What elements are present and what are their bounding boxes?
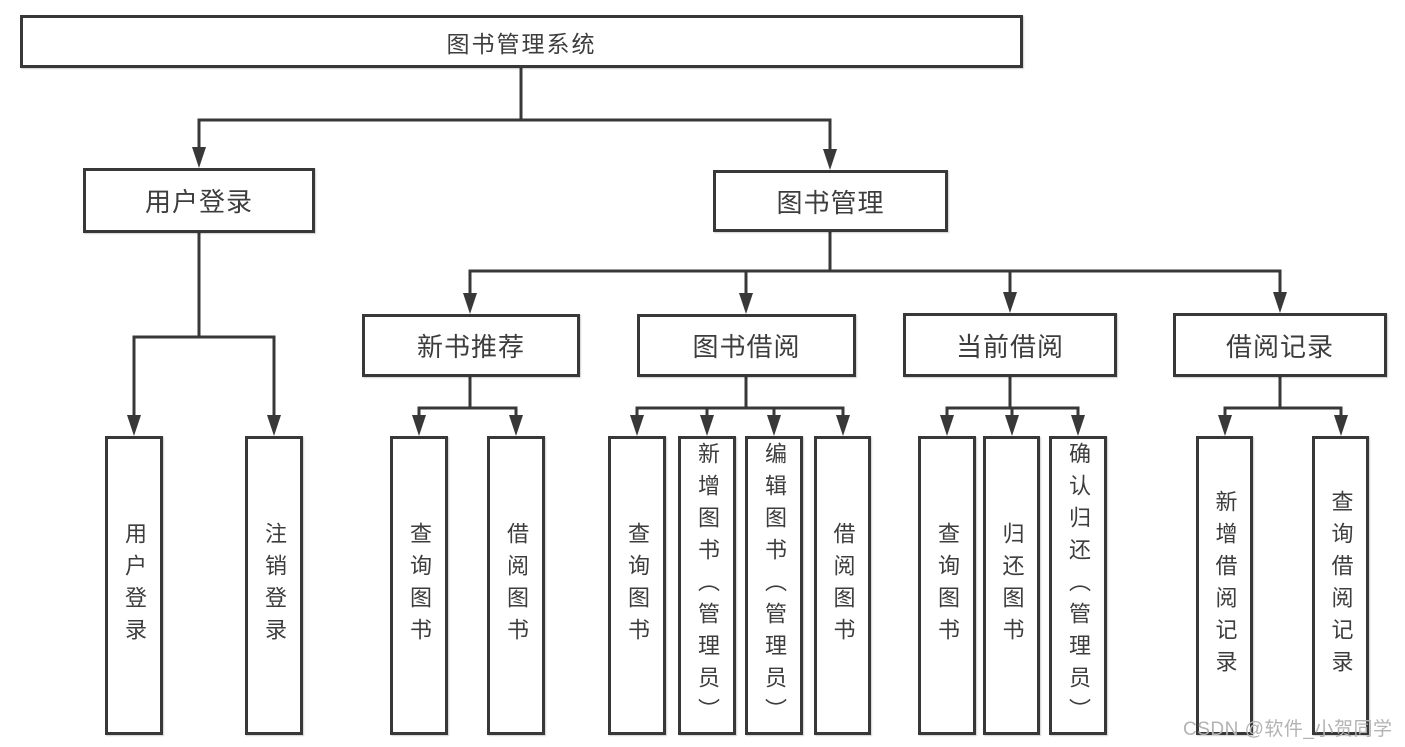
leaf-query-books-3: 查询图书 xyxy=(918,436,976,735)
leaf-label: 查询图书 xyxy=(625,521,650,650)
node-new-book-recommendation: 新书推荐 xyxy=(362,314,580,377)
leaf-label: 新增借阅记录 xyxy=(1212,489,1238,682)
arrowhead-icon xyxy=(1273,292,1287,313)
node-label: 借阅记录 xyxy=(1225,331,1334,362)
arrowhead-icon xyxy=(127,415,141,436)
arrowhead-icon xyxy=(463,293,477,314)
leaf-user-login: 用户登录 xyxy=(105,436,163,735)
node-borrowing-records: 借阅记录 xyxy=(1173,313,1387,377)
leaf-logout: 注销登录 xyxy=(245,436,303,735)
connector-group xyxy=(630,377,850,436)
node-book-management: 图书管理 xyxy=(713,170,948,232)
leaf-label: 查询借阅记录 xyxy=(1328,489,1354,682)
leaf-confirm-return-admin: 确认归还（管理员） xyxy=(1049,436,1107,735)
leaf-edit-books-admin: 编辑图书（管理员） xyxy=(745,436,803,735)
leaf-label: 查询图书 xyxy=(407,521,432,650)
node-label: 图书借阅 xyxy=(692,332,801,362)
connector-group xyxy=(127,233,281,436)
leaf-label: 确认归还（管理员） xyxy=(1066,441,1091,730)
connector-group xyxy=(463,232,1287,314)
node-label: 图书管理系统 xyxy=(446,30,597,57)
leaf-return-books: 归还图书 xyxy=(983,436,1040,735)
csdn-watermark: CSDN @软件_小贺同学 xyxy=(1183,719,1393,740)
arrowhead-icon xyxy=(700,415,714,436)
leaf-label: 新增图书（管理员） xyxy=(695,441,720,730)
connector-group xyxy=(1218,377,1348,436)
node-current-borrowing: 当前借阅 xyxy=(903,313,1117,377)
arrowhead-icon xyxy=(767,415,781,436)
arrowhead-icon xyxy=(1334,415,1348,436)
arrowhead-icon xyxy=(1005,415,1019,436)
node-label: 当前借阅 xyxy=(955,331,1064,362)
node-label: 用户登录 xyxy=(144,187,253,217)
node-label: 新书推荐 xyxy=(416,332,525,362)
leaf-label: 注销登录 xyxy=(262,521,287,650)
arrowhead-icon xyxy=(739,293,753,314)
leaf-label: 用户登录 xyxy=(122,521,147,650)
arrowhead-icon xyxy=(1218,415,1232,436)
leaf-label: 借阅图书 xyxy=(504,521,529,650)
arrowhead-icon xyxy=(412,415,426,436)
arrowhead-icon xyxy=(192,147,206,168)
leaf-label: 借阅图书 xyxy=(830,521,856,650)
node-book-borrowing: 图书借阅 xyxy=(637,314,856,377)
node-library-management-system: 图书管理系统 xyxy=(20,15,1023,68)
leaf-label: 编辑图书（管理员） xyxy=(762,441,787,730)
leaf-add-borrow-record: 新增借阅记录 xyxy=(1196,436,1253,735)
arrowhead-icon xyxy=(1003,292,1017,313)
leaf-query-books-1: 查询图书 xyxy=(390,436,448,735)
leaf-label: 归还图书 xyxy=(999,521,1025,650)
leaf-borrow-books-2: 借阅图书 xyxy=(814,436,871,735)
leaf-label: 查询图书 xyxy=(935,521,960,650)
leaf-query-borrow-record: 查询借阅记录 xyxy=(1312,436,1369,735)
arrowhead-icon xyxy=(267,415,281,436)
arrowhead-icon xyxy=(1071,415,1085,436)
arrowhead-icon xyxy=(823,149,837,170)
leaf-query-books-2: 查询图书 xyxy=(608,436,666,735)
leaf-borrow-books-1: 借阅图书 xyxy=(487,436,545,735)
leaf-add-books-admin: 新增图书（管理员） xyxy=(678,436,736,735)
connector-group xyxy=(412,377,523,436)
arrowhead-icon xyxy=(630,415,644,436)
node-user-login: 用户登录 xyxy=(83,168,315,233)
arrowhead-icon xyxy=(940,415,954,436)
arrowhead-icon xyxy=(509,415,523,436)
connector-group xyxy=(192,68,837,170)
node-label: 图书管理 xyxy=(776,187,885,218)
arrowhead-icon xyxy=(836,415,850,436)
connector-group xyxy=(940,377,1085,436)
